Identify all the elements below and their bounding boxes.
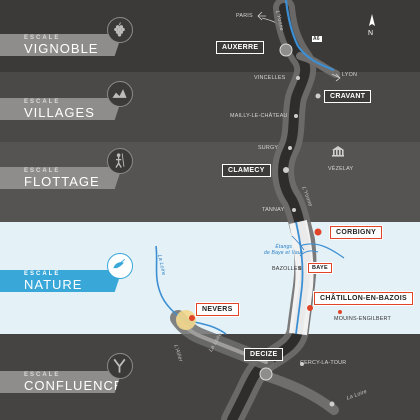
- stop-cravant-disc: [315, 93, 321, 99]
- grapes-icon: [107, 17, 133, 43]
- label-surgy: SURGY: [258, 145, 279, 151]
- route-branch-bottom: [261, 371, 339, 415]
- ribbon-flottage-big: FLOTTAGE: [24, 173, 100, 189]
- stop-cercy-disc: [300, 362, 304, 366]
- stop-nevers: NEVERS: [196, 303, 239, 316]
- route-nature-white: [289, 220, 314, 336]
- log-rafter-icon: [107, 148, 133, 174]
- stop-cravant: CRAVANT: [324, 90, 372, 103]
- stop-decize-disc: [259, 367, 273, 381]
- ribbon-nature-small: ESCALE: [24, 270, 61, 277]
- stop-tannay-disc: [292, 208, 296, 212]
- compass-icon: [369, 14, 375, 26]
- ribbon-confluence-big: CONFLUENCE: [24, 377, 124, 393]
- river-yonne-top: [284, 0, 335, 72]
- canal-corbigny: [299, 243, 345, 259]
- confluence-icon: [107, 353, 133, 379]
- label-etangs: Étangs de Baye et Vaux: [264, 244, 304, 256]
- label-mouins: MOUINS-ENGILBERT: [334, 316, 392, 322]
- river-main-nature: [295, 221, 304, 335]
- ribbon-vignoble-big: VIGNOBLE: [24, 40, 99, 56]
- ribbon-nature: ESCALE NATURE: [0, 270, 122, 292]
- ribbon-vignoble-small: ESCALE: [24, 34, 61, 41]
- label-tannay: TANNAY: [262, 207, 285, 213]
- ribbon-flottage: ESCALE FLOTTAGE: [0, 167, 122, 189]
- lyon-arrow-icon: [331, 73, 341, 82]
- ribbon-confluence-small: ESCALE: [24, 371, 61, 378]
- label-paris: PARIS: [236, 13, 253, 19]
- nevers-halo: [176, 310, 196, 330]
- stop-auxerre: AUXERRE: [216, 41, 265, 54]
- label-lyon: LYON: [342, 72, 358, 78]
- stop-bazolles-disc: [298, 266, 302, 270]
- stop-decize: DECIZE: [244, 348, 284, 361]
- compass-label: N: [368, 30, 374, 37]
- stop-mailly-disc: [294, 114, 298, 118]
- label-motorway: A6: [313, 36, 320, 42]
- ribbon-flottage-small: ESCALE: [24, 167, 61, 174]
- stop-chatillon: CHÂTILLON-EN-BAZOIS: [314, 292, 413, 305]
- ribbon-villages-big: VILLAGES: [24, 104, 95, 120]
- label-mailly: MAILLY-LE-CHÂTEAU: [230, 113, 288, 119]
- monument-icon: [332, 146, 344, 157]
- ribbon-nature-big: NATURE: [24, 276, 83, 292]
- stop-corbigny: CORBIGNY: [330, 226, 383, 239]
- stop-nevers-disc: [189, 315, 195, 321]
- river-loire-nature: [155, 245, 227, 335]
- stop-chatillon-disc: [307, 305, 313, 311]
- village-icon: [107, 81, 133, 107]
- label-vincelles: VINCELLES: [254, 75, 286, 81]
- ribbon-villages: ESCALE VILLAGES: [0, 98, 122, 120]
- ribbon-villages-small: ESCALE: [24, 98, 61, 105]
- stop-auxerre-disc: [279, 43, 293, 57]
- ribbon-vignoble: ESCALE VIGNOBLE: [0, 34, 122, 56]
- label-vezelay: VÉZELAY: [328, 166, 354, 172]
- bird-icon: [107, 253, 133, 279]
- label-cercy: CERCY-LA-TOUR: [300, 360, 347, 366]
- stop-surgy-disc: [288, 146, 292, 150]
- stop-clamecy: CLAMECY: [222, 164, 271, 177]
- stop-clamecy-disc: [283, 167, 289, 173]
- etangs-arrow-icon: [291, 235, 305, 251]
- stop-vincelles-disc: [296, 76, 300, 80]
- paris-arrow-icon: [257, 11, 266, 21]
- ribbon-confluence: ESCALE CONFLUENCE: [0, 371, 122, 393]
- stop-corbigny-disc: [314, 228, 322, 236]
- label-bazolles: BAZOLLES: [272, 266, 302, 272]
- stop-bottom-disc: [329, 401, 335, 407]
- stop-mouins-disc: [338, 310, 342, 314]
- stop-baye: BAYE: [308, 263, 332, 273]
- canal-etangs: [299, 250, 319, 257]
- motorway-shield-icon: [312, 36, 322, 42]
